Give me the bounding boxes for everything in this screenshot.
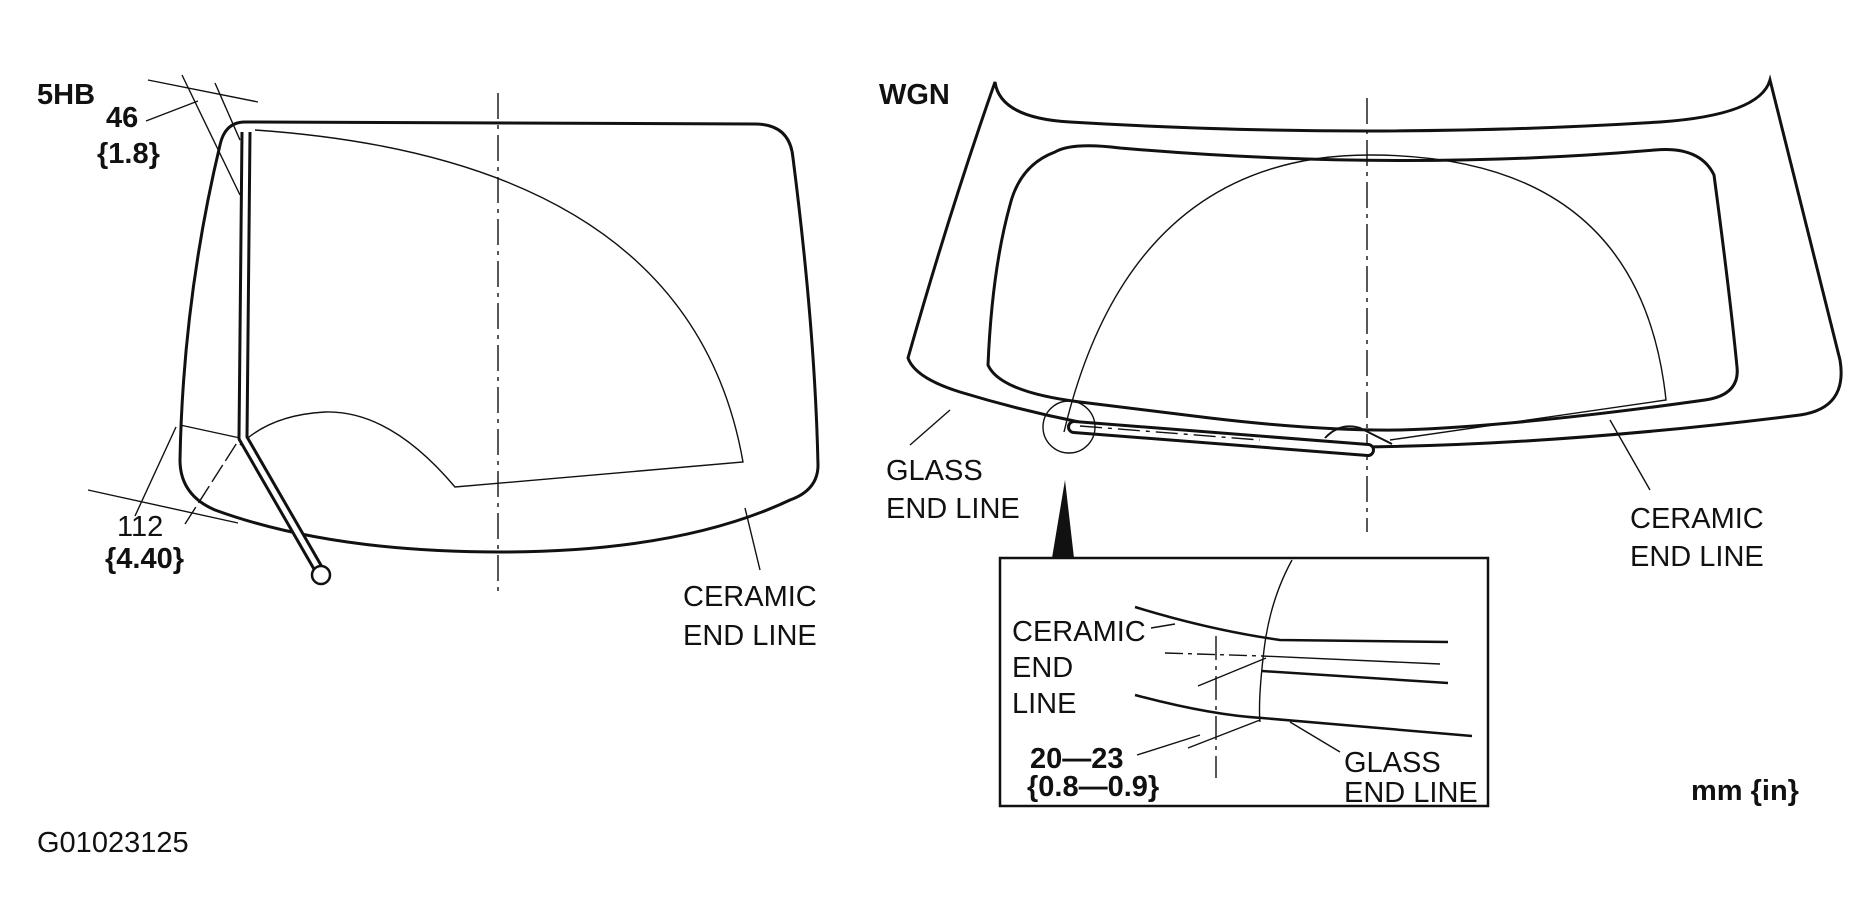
detail-ceramic-leader — [1150, 623, 1176, 629]
detail-wipe-arc — [1258, 559, 1293, 723]
dim112-value: 112 — [117, 511, 163, 543]
detail-frame — [998, 556, 1490, 808]
detail-view: CERAMIC END LINE 20—23 {0.8—0.9} GLASS E… — [998, 556, 1490, 809]
detail-dim-inches: {0.8—0.9} — [1027, 771, 1159, 803]
detail-glass-leader — [1289, 721, 1341, 753]
detail-ceramic-line — [1134, 605, 1449, 644]
wagon-glass-label-2: END LINE — [886, 493, 1020, 525]
hatchback-ceramic-label-2: END LINE — [683, 620, 817, 652]
wagon-title: WGN — [879, 79, 950, 111]
wagon-glass-outline — [906, 74, 1843, 449]
wagon-wipe-pattern — [1063, 154, 1667, 441]
dim46-inches: {1.8} — [97, 138, 160, 170]
dim46-extension-c — [214, 82, 241, 141]
detail-blade-lower — [1261, 669, 1449, 685]
detail-dim-leader — [1136, 734, 1201, 756]
wagon-ceramic-leader — [1609, 419, 1651, 491]
wagon-wiper-blade-dash — [1079, 425, 1261, 441]
figure-id: G01023125 — [37, 827, 189, 859]
hatchback-title: 5HB — [37, 79, 95, 111]
hatchback-ceramic-label-1: CERAMIC — [683, 581, 817, 613]
detail-ceramic-label-1: CERAMIC — [1012, 616, 1146, 648]
detail-glass-label-1: GLASS — [1344, 747, 1441, 779]
hatchback-glass-outline — [178, 120, 820, 554]
wagon-detail-pointer — [1052, 480, 1074, 558]
detail-ceramic-label-2: END — [1012, 652, 1073, 684]
detail-blade-dash — [1164, 652, 1263, 657]
wagon-ceramic-label-1: CERAMIC — [1630, 503, 1764, 535]
wagon-wiper-blade-core — [1070, 423, 1372, 454]
wagon-ceramic-end-line — [986, 144, 1739, 432]
wagon-detail-circle — [1042, 400, 1096, 454]
detail-ceramic-label-3: LINE — [1012, 688, 1076, 720]
wagon-view: WGN GLASS END LINE CERAMIC END LINE — [879, 74, 1843, 573]
detail-dim-arrow-a — [1197, 657, 1267, 687]
hatchback-wiper-pivot — [310, 564, 332, 586]
dim46-extension-a — [147, 79, 259, 103]
hatchback-ceramic-leader — [744, 507, 761, 571]
dim46-extension-b — [181, 74, 241, 196]
wagon-glass-label-1: GLASS — [886, 455, 983, 487]
wagon-glass-leader — [909, 409, 951, 446]
dim46-leader — [145, 100, 199, 122]
dim112-extension-b — [179, 424, 241, 439]
detail-dim-arrow-b — [1187, 719, 1261, 749]
dim112-extension-a — [87, 489, 239, 524]
unit-note: mm {in} — [1691, 775, 1799, 807]
dim112-leader-a — [134, 426, 177, 517]
dim46-value: 46 — [106, 102, 138, 134]
wagon-wiper-pivot — [1324, 425, 1393, 445]
detail-blade-upper — [1261, 655, 1441, 665]
dim112-leader-b — [184, 437, 241, 525]
hatchback-view: 5HB 46 {1.8} 112 {4.40} CERAMIC END LINE — [37, 74, 820, 652]
detail-dim-value: 20—23 — [1030, 743, 1124, 775]
hatchback-wiper-arm-core — [240, 131, 321, 570]
detail-glass-label-2: END LINE — [1344, 777, 1478, 809]
wagon-ceramic-label-2: END LINE — [1630, 541, 1764, 573]
dim112-inches: {4.40} — [105, 543, 184, 575]
hatchback-ceramic-end-line — [239, 129, 744, 488]
detail-glass-line — [1134, 693, 1473, 738]
